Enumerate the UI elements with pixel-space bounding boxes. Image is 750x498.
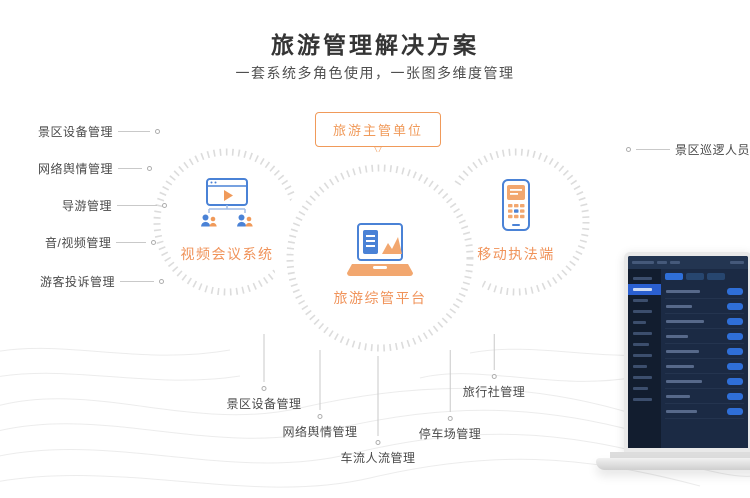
connector-dot xyxy=(147,166,153,171)
module-label: 停车场管理 xyxy=(418,427,482,441)
connector-line xyxy=(117,205,158,206)
bottom-connector-item: 停车场管理 xyxy=(419,350,482,442)
left-connector-item: 网络舆情管理 xyxy=(38,160,153,177)
connector-line xyxy=(263,334,265,382)
module-label: 网络舆情管理 xyxy=(282,425,358,439)
bottom-connector-item: 旅行社管理 xyxy=(463,334,526,400)
connector-dot xyxy=(159,279,165,284)
connector-dot xyxy=(491,374,497,379)
video-conference-icon xyxy=(201,178,253,227)
circle-label-management-platform: 旅游综管平台 xyxy=(333,290,427,306)
connector-dot xyxy=(447,416,453,421)
dashboard-sidebar xyxy=(628,269,661,448)
connector-line xyxy=(377,356,379,436)
left-connector-item: 景区设备管理 xyxy=(38,123,161,140)
connector-dot xyxy=(626,147,631,152)
connector-dot xyxy=(375,440,381,445)
bottom-connector-item: 景区设备管理 xyxy=(226,334,301,412)
laptop-dashboard-preview xyxy=(596,252,750,470)
connector-line xyxy=(449,350,451,412)
circle-label-video-conference: 视频会议系统 xyxy=(180,246,274,262)
circle-label-mobile-enforcement: 移动执法端 xyxy=(477,246,555,262)
dashboard-body xyxy=(628,269,748,448)
connector-dot xyxy=(151,240,157,245)
left-connector-item: 游客投诉管理 xyxy=(40,273,165,290)
laptop-hinge xyxy=(610,452,750,458)
page-title: 旅游管理解决方案 xyxy=(271,32,479,58)
module-label: 车流人流管理 xyxy=(340,451,416,465)
laptop-base xyxy=(596,458,750,470)
connector-line xyxy=(319,350,321,410)
left-connector-item: 导游管理 xyxy=(62,197,168,214)
module-label: 旅行社管理 xyxy=(462,385,526,399)
down-arrow-icon: ▽ xyxy=(374,145,382,156)
authority-badge: 旅游主管单位 xyxy=(314,112,442,147)
connector-dot xyxy=(162,203,168,208)
dashboard-screen xyxy=(624,252,750,452)
module-label: 景区设备管理 xyxy=(226,397,302,411)
dashboard-chips xyxy=(665,273,744,280)
connector-line xyxy=(118,168,143,169)
module-label: 网络舆情管理 xyxy=(38,162,114,176)
management-platform-laptop-icon xyxy=(347,223,413,276)
right-connector-item: 景区巡逻人员 xyxy=(626,141,750,158)
module-label: 景区巡逻人员 xyxy=(675,143,750,157)
dashboard-topbar xyxy=(628,256,748,269)
connector-dot xyxy=(155,129,161,134)
module-label: 游客投诉管理 xyxy=(40,275,116,289)
mobile-enforcement-device-icon xyxy=(502,179,530,231)
connector-dot xyxy=(317,414,323,419)
bottom-connector-item: 网络舆情管理 xyxy=(282,350,357,440)
module-label: 音/视频管理 xyxy=(45,236,112,250)
bottom-connector-item: 车流人流管理 xyxy=(340,356,415,466)
dashboard-content xyxy=(661,269,748,448)
connector-line xyxy=(116,242,147,243)
page-subtitle: 一套系统多角色使用，一张图多维度管理 xyxy=(235,65,515,81)
connector-line xyxy=(118,131,151,132)
left-connector-item: 音/视频管理 xyxy=(45,234,157,251)
connector-line xyxy=(120,281,155,282)
module-label: 导游管理 xyxy=(62,199,113,213)
connector-line xyxy=(493,334,495,370)
module-label: 景区设备管理 xyxy=(38,125,114,139)
connector-dot xyxy=(261,386,267,391)
connector-line xyxy=(636,149,670,150)
